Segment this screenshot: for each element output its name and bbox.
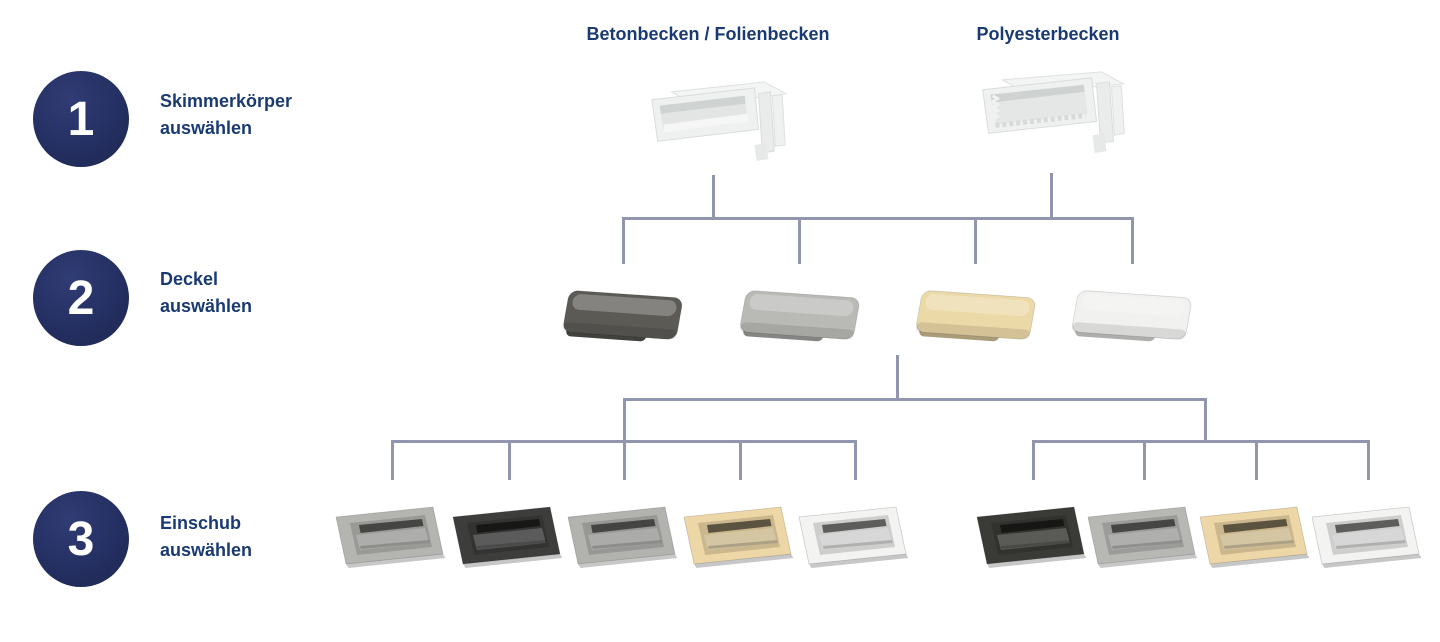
column-heading-polyesterbecken: Polyesterbecken: [976, 24, 1120, 44]
deckel-illustration: [738, 289, 861, 345]
connector: [974, 218, 977, 264]
einschub-illustration: [798, 506, 909, 569]
connector: [622, 218, 625, 264]
connector: [712, 175, 715, 219]
deckel-illustration: [561, 289, 684, 345]
connector: [1032, 440, 1370, 443]
skimmer-option-betonbecken-folienbecken[interactable]: [638, 68, 796, 172]
connector: [1032, 441, 1035, 480]
step-3-label-line1: Einschub: [160, 513, 242, 533]
connector: [1131, 217, 1134, 264]
column-heading-betonbecken: Betonbecken / Folienbecken: [586, 24, 830, 44]
einschub-illustration: [1087, 506, 1198, 569]
deckel-illustration: [1070, 289, 1193, 345]
einschub-beton-option-sand[interactable]: [681, 502, 797, 574]
einschub-polyester-option-weiss[interactable]: [1309, 502, 1425, 574]
connector: [391, 441, 394, 480]
step-1-label-line1: Skimmerkörper: [160, 91, 293, 111]
einschub-illustration: [567, 506, 678, 569]
step-3-label: Einschub auswählen: [160, 510, 252, 564]
connector: [1050, 173, 1053, 219]
connector: [622, 217, 1134, 220]
step-2-badge: 2: [33, 250, 129, 346]
step-2-label: Deckel auswählen: [160, 266, 252, 320]
einschub-illustration: [683, 506, 794, 569]
einschub-beton-option-anthrazit[interactable]: [450, 502, 566, 574]
connector: [1143, 441, 1146, 480]
connector: [623, 441, 626, 480]
deckel-illustration: [914, 289, 1037, 345]
einschub-illustration: [452, 506, 563, 569]
deckel-option-sand[interactable]: [912, 282, 1040, 354]
connector: [1367, 440, 1370, 480]
skimmer-polyesterbecken-illustration: [983, 72, 1125, 153]
skimmer-betonbecken-illustration: [651, 81, 787, 162]
einschub-beton-option-grau[interactable]: [565, 502, 681, 574]
step-2-number: 2: [67, 271, 95, 325]
step-3-label-line2: auswählen: [160, 540, 253, 560]
einschub-polyester-option-sand[interactable]: [1197, 502, 1313, 574]
connector: [854, 441, 857, 480]
connector: [1255, 441, 1258, 480]
connector: [1204, 399, 1207, 442]
connector: [508, 441, 511, 480]
step-1-number: 1: [67, 92, 95, 146]
connector: [623, 399, 626, 442]
step-3-badge: 3: [33, 491, 129, 587]
einschub-beton-option-weiss[interactable]: [796, 502, 912, 574]
deckel-option-grau[interactable]: [736, 282, 864, 354]
einschub-illustration: [1311, 506, 1422, 569]
skimmer-option-polyesterbecken[interactable]: [972, 62, 1132, 166]
step-1-badge: 1: [33, 71, 129, 167]
step-3-number: 3: [67, 512, 95, 566]
deckel-option-weiss[interactable]: [1068, 282, 1196, 354]
step-2-label-line1: Deckel: [160, 269, 219, 289]
connector: [896, 355, 899, 400]
connector: [739, 441, 742, 480]
step-1-label: Skimmerkörper auswählen: [160, 88, 292, 142]
einschub-polyester-option-anthrazit[interactable]: [974, 502, 1090, 574]
einschub-illustration: [335, 506, 446, 569]
einschub-illustration: [976, 506, 1087, 569]
connector: [798, 218, 801, 264]
einschub-beton-option-grau-hell[interactable]: [333, 502, 449, 574]
deckel-option-anthrazit[interactable]: [559, 282, 687, 354]
connector: [623, 398, 1207, 401]
einschub-illustration: [1199, 506, 1310, 569]
einschub-polyester-option-grau[interactable]: [1085, 502, 1201, 574]
step-2-label-line2: auswählen: [160, 296, 253, 316]
step-1-label-line2: auswählen: [160, 118, 253, 138]
